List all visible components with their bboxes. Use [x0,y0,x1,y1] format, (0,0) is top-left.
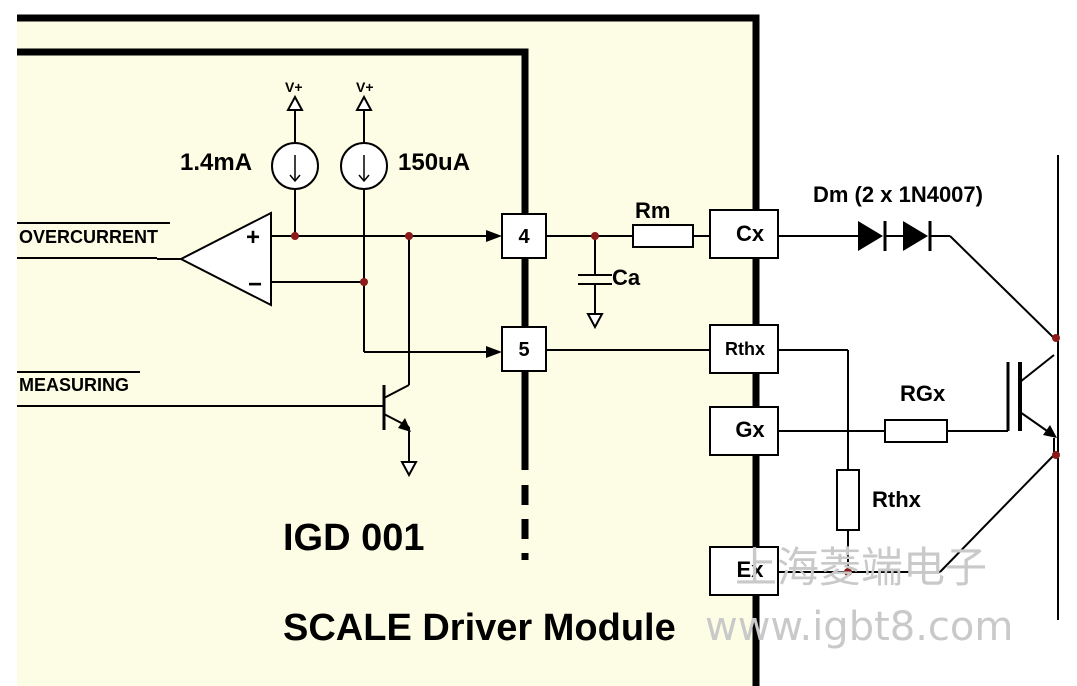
comparator-plus: + [246,224,260,251]
overcurrent-signal: OVERCURRENT [17,222,170,259]
diodes-dm [778,221,1055,339]
pin-5-label: 5 [518,339,529,361]
pin-cx-label: Cx [736,221,765,246]
overcurrent-label: OVERCURRENT [19,227,158,247]
resistor-rm [632,224,694,248]
pin-5: 5 [501,326,547,372]
pin-rthx-label: Rthx [725,339,765,359]
measuring-signal: MEASURING [17,371,384,407]
pin-rthx: Rthx [709,324,779,374]
current-source-left [271,142,319,236]
wire-ex-emitter [939,454,1055,573]
current-label-right: 150uA [398,149,470,176]
module-subtitle: SCALE Driver Module [283,607,676,649]
rthx-resistor-label: Rthx [872,487,922,512]
vplus-label-left: V+ [285,79,303,95]
watermark-cn: 上海菱端电子 [735,543,987,592]
junctions [291,232,1060,576]
supply-left: V+ [285,79,304,143]
pin-4: 4 [501,213,547,259]
arrow-pin4 [486,230,502,242]
comparator: + − [157,211,498,307]
comparator-minus: − [248,271,262,298]
pin-gx: Gx [709,406,779,456]
current-label-left: 1.4mA [180,149,252,176]
resistor-rgx [778,362,1009,443]
module-border [17,14,760,686]
dm-label: Dm (2 x 1N4007) [813,182,983,207]
rm-label: Rm [635,198,670,223]
measuring-transistor [382,236,418,478]
watermark-url: www.igbt8.com [705,604,1013,650]
igbt [1006,155,1059,620]
ca-label: Ca [612,265,641,290]
pin-gx-label: Gx [735,417,765,442]
current-source-right [340,142,388,352]
supply-right: V+ [355,79,374,143]
capacitor-ca [578,236,612,330]
measuring-label: MEASURING [19,375,129,395]
resistor-rthx [778,349,860,572]
pin-4-label: 4 [518,226,530,248]
vplus-label-right: V+ [356,79,374,95]
module-name: IGD 001 [283,517,425,559]
pin-ex-label: Ex [737,557,765,582]
arrow-pin5 [486,346,502,358]
pin-cx: Cx [709,209,779,259]
rgx-label: RGx [900,381,946,406]
pin-ex: Ex [709,546,779,596]
